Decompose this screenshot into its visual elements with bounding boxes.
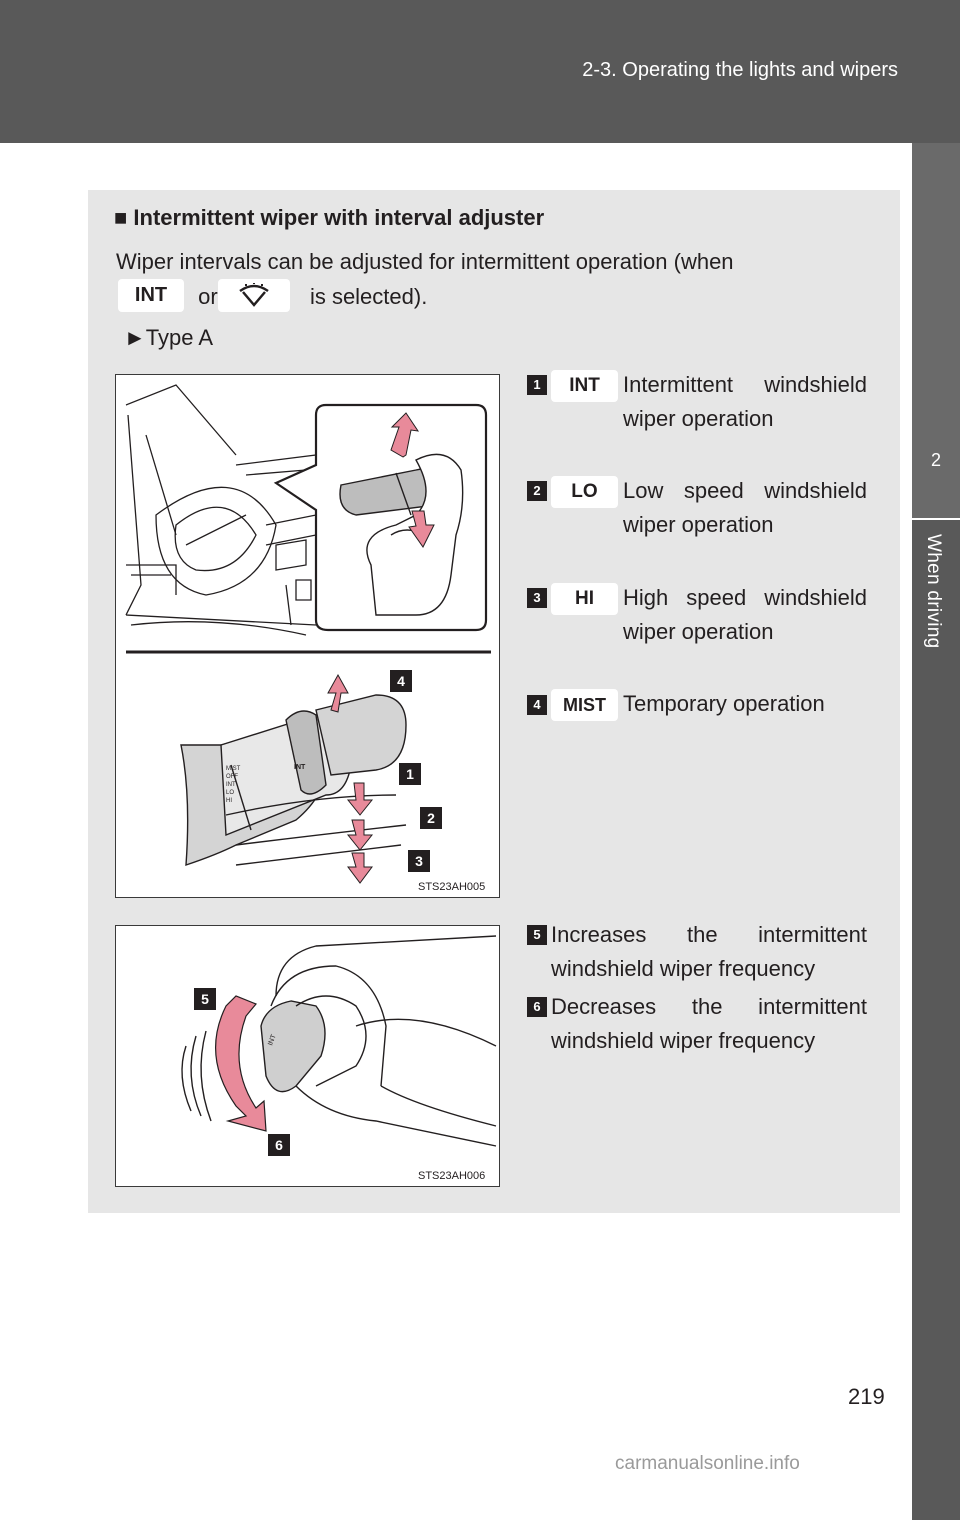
type-text: Type A	[145, 325, 214, 350]
callout-3: 3	[408, 850, 430, 872]
item-text: Low speed windshield wiper operation	[623, 478, 867, 537]
up-arrow-icon	[390, 412, 420, 458]
svg-text:INT: INT	[294, 764, 306, 771]
watermark: carmanualsonline.info	[615, 1453, 800, 1474]
list-item: 2 LO Low speed windshield wiper operatio…	[527, 474, 867, 576]
header-title: 2-3. Operating the lights and wipers	[582, 59, 898, 81]
side-tab	[912, 520, 960, 1520]
callout-1: 1	[399, 763, 421, 785]
intro-paragraph: Wiper intervals can be adjusted for inte…	[116, 244, 864, 314]
item-number: 3	[527, 588, 547, 608]
callout-6: 6	[268, 1134, 290, 1156]
figure-code: STS23AH006	[418, 1170, 486, 1182]
item-chip: LO	[551, 476, 618, 508]
section-heading: ■ Intermittent wiper with interval adjus…	[114, 205, 544, 231]
item-text: Increases the intermittent windshield wi…	[551, 922, 867, 981]
item-chip: INT	[551, 370, 618, 402]
steering-wheel-illustration: MIST OFF INT LO HI INT	[125, 384, 491, 884]
item-text: Temporary operation	[623, 691, 825, 716]
down-arrow-icon	[408, 510, 435, 548]
list-item: 5 Increases the intermittent windshield …	[527, 918, 867, 988]
rotate-arrow-icon	[215, 995, 267, 1132]
intro-or: or	[198, 284, 218, 309]
hand-on-knob-illustration: INT	[181, 935, 497, 1147]
item-text: Intermittent windshield wiper operation	[623, 372, 867, 431]
item-text: High speed windshield wiper operation	[623, 585, 867, 644]
type-label: ►Type A	[124, 325, 213, 351]
callout-5: 5	[194, 988, 216, 1010]
svg-text:MIST: MIST	[226, 766, 241, 772]
intro-line1: Wiper intervals can be adjusted for inte…	[116, 249, 734, 274]
figure-code: STS23AH005	[418, 881, 486, 893]
intro-end: is selected).	[309, 284, 428, 309]
item-number: 6	[527, 997, 547, 1017]
list-item: 1 INT Intermittent windshield wiper oper…	[527, 368, 867, 470]
item-number: 1	[527, 375, 547, 395]
page-number: 219	[848, 1384, 885, 1409]
item-number: 2	[527, 481, 547, 501]
int-chip: INT	[118, 279, 184, 312]
svg-text:INT: INT	[267, 1033, 278, 1047]
list-item: 3 HI High speed windshield wiper operati…	[527, 581, 867, 683]
item-chip: MIST	[551, 689, 618, 721]
list-item: 4 MIST Temporary operation	[527, 687, 867, 727]
figure-interval-adjuster: INT 5 6 STS23AH006	[115, 925, 500, 1187]
side-tab-number: 2	[930, 450, 941, 470]
svg-text:LO: LO	[226, 790, 234, 796]
callout-4: 4	[390, 670, 412, 692]
svg-text:OFF: OFF	[226, 774, 238, 780]
type-marker: ►	[124, 325, 146, 350]
list-item: 6 Decreases the intermittent windshield …	[527, 990, 867, 1060]
page-header: 2-3. Operating the lights and wipers	[0, 0, 960, 143]
figure-wiper-lever-type-a: MIST OFF INT LO HI INT 4 1 2 3 STS23AH00…	[115, 374, 500, 898]
section-heading-text: Intermittent wiper with interval adjuste…	[133, 205, 545, 230]
side-tab-label: When driving	[923, 534, 944, 649]
side-tab-upper	[912, 143, 960, 518]
square-bullet: ■	[114, 205, 128, 230]
item-number: 5	[527, 925, 547, 945]
item-text: Decreases the intermittent windshield wi…	[551, 994, 867, 1053]
item-chip: HI	[551, 583, 618, 615]
wiper-mist-icon	[239, 282, 269, 307]
wiper-chip	[218, 279, 290, 312]
svg-text:HI: HI	[226, 798, 232, 804]
svg-text:INT: INT	[226, 782, 236, 788]
callout-2: 2	[420, 807, 442, 829]
item-number: 4	[527, 695, 547, 715]
